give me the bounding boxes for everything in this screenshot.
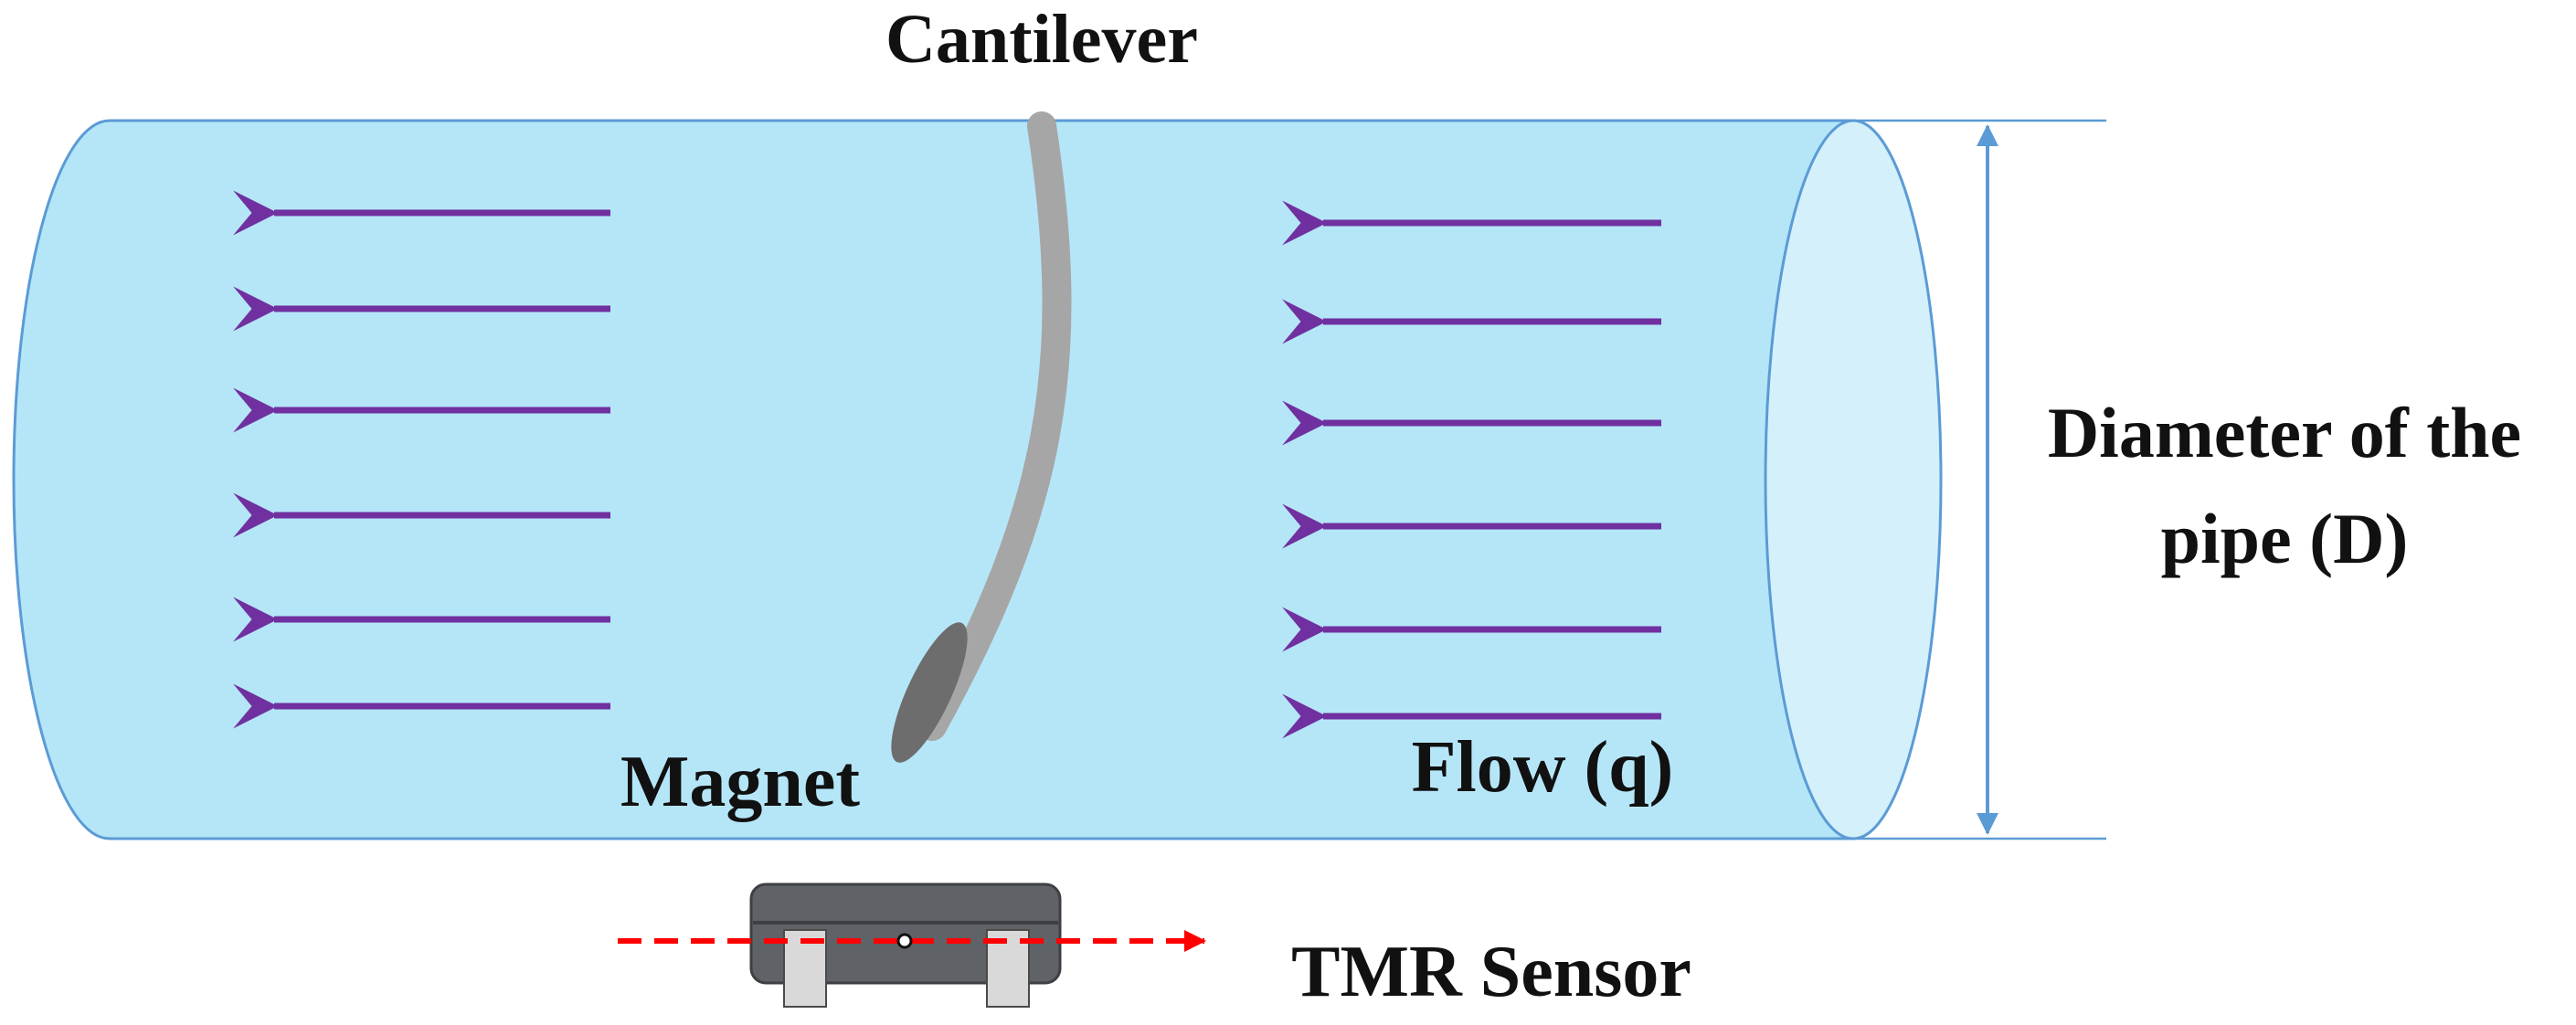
label-flow: Flow (q) — [1412, 727, 1674, 808]
label-tmr-sensor: TMR Sensor — [1291, 932, 1691, 1012]
label-diameter-line2: pipe (D) — [2161, 499, 2409, 578]
sensing-point — [896, 933, 913, 949]
pipe-end-face — [1764, 119, 1943, 840]
label-diameter-line1: Diameter of the — [2048, 393, 2521, 472]
cantilever — [917, 111, 1072, 741]
flow-arrows-right — [1282, 200, 1661, 739]
label-magnet: Magnet — [620, 742, 861, 822]
flow-arrows-left — [233, 190, 610, 729]
magnet — [891, 622, 968, 763]
pipe-body — [12, 119, 1855, 840]
label-cantilever: Cantilever — [885, 1, 1198, 78]
